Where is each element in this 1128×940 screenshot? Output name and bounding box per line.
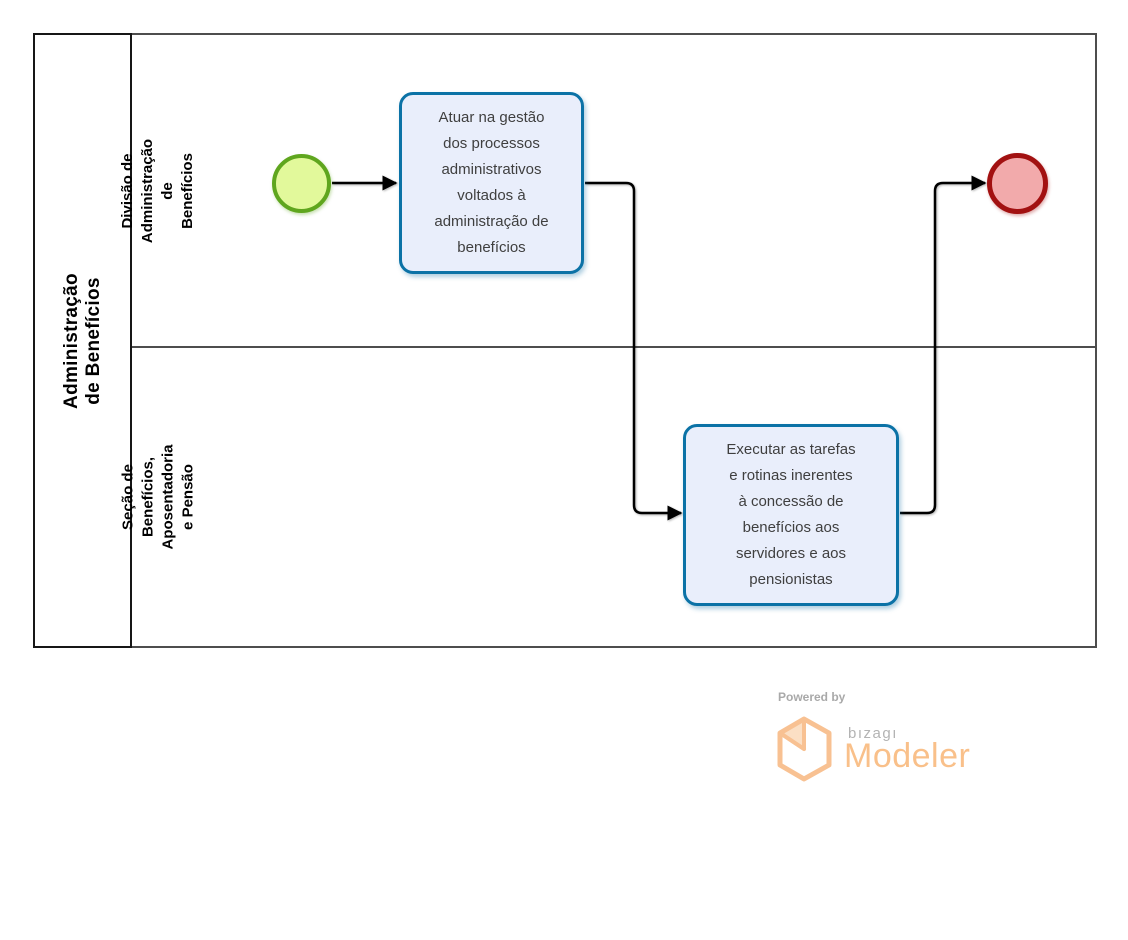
- lane-secao-beneficios: Seção de Benefícios, Aposentadoria e Pen…: [119, 348, 1095, 646]
- task-label: Atuar na gestão dos processos administra…: [434, 109, 549, 256]
- task-label: Executar as tarefas e rotinas inerentes …: [726, 441, 856, 588]
- bizagi-brand-text: bızagı: [848, 725, 898, 742]
- pool-header: Administração de Benefícios: [33, 33, 132, 648]
- bizagi-logo-icon: [777, 716, 832, 782]
- lane-label-container: Divisão de Administração de Benefícios: [119, 35, 196, 346]
- start-event[interactable]: [272, 154, 331, 213]
- pool-title: Administração de Benefícios: [60, 272, 104, 409]
- powered-by-text: Powered by: [778, 690, 846, 704]
- modeler-product-text: Modeler: [844, 737, 971, 775]
- task-atuar-gestao[interactable]: Atuar na gestão dos processos administra…: [399, 92, 584, 274]
- end-event[interactable]: [987, 153, 1048, 214]
- task-executar-tarefas[interactable]: Executar as tarefas e rotinas inerentes …: [683, 424, 899, 606]
- lane-label-container: Seção de Benefícios, Aposentadoria e Pen…: [119, 348, 196, 646]
- pool-lanes: Divisão de Administração de Benefícios S…: [119, 33, 1097, 648]
